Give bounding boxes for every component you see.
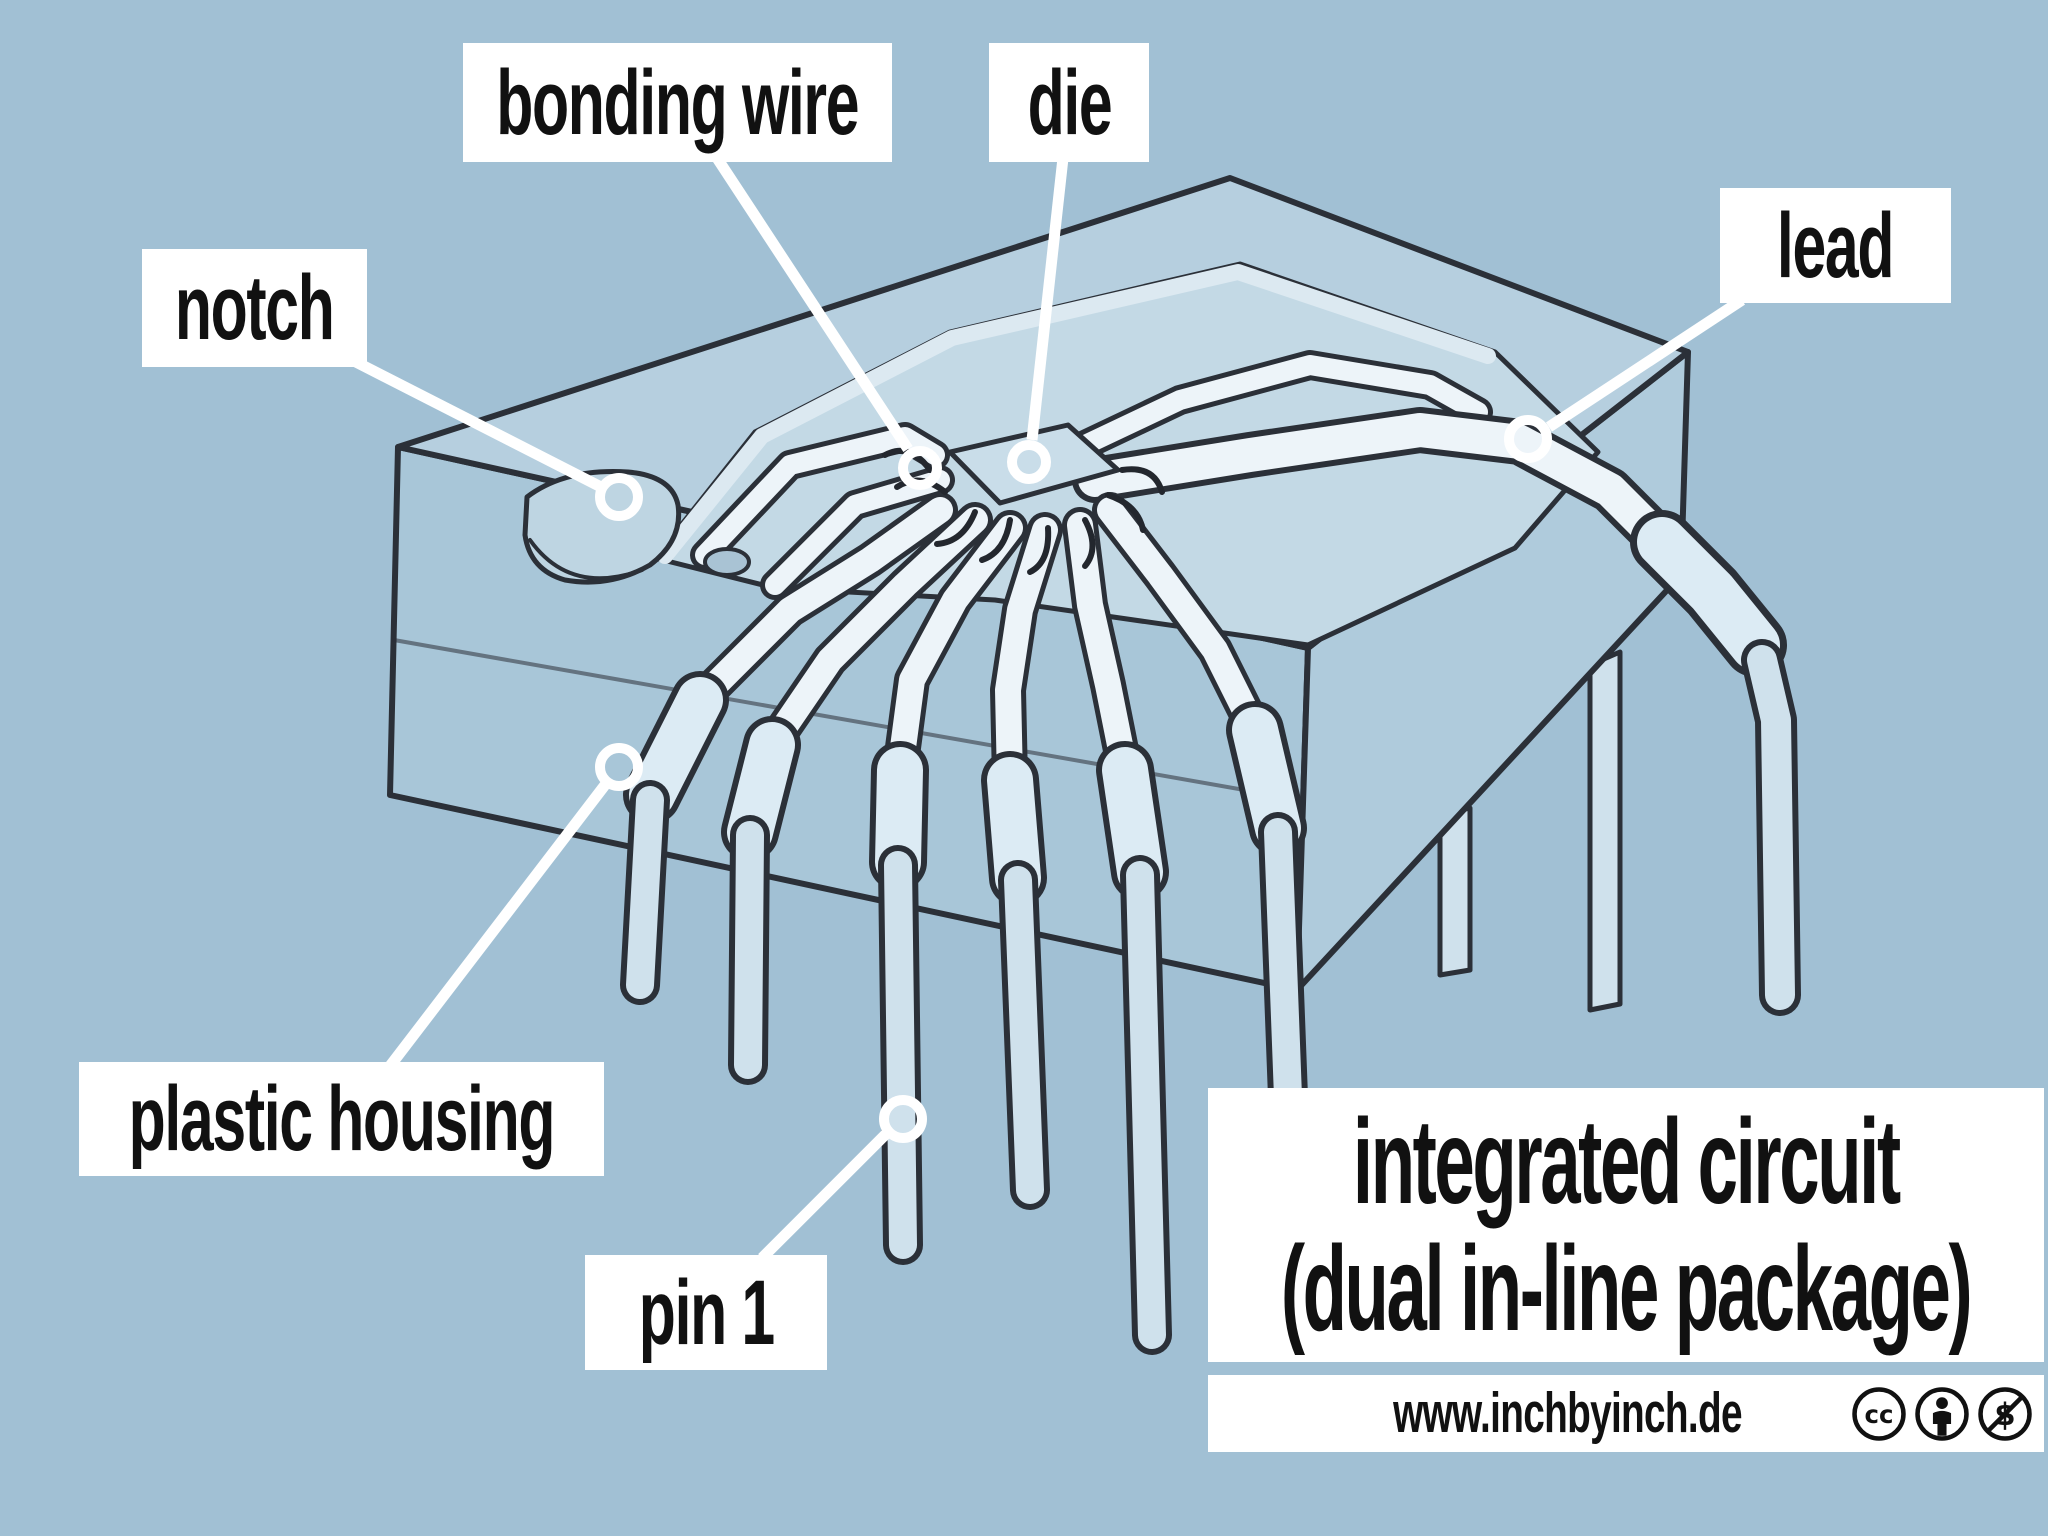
label-die-text: die: [1027, 51, 1112, 154]
pointer-line-pin1: [758, 1130, 890, 1262]
label-lead: lead: [1720, 188, 1951, 303]
website-url: www.inchbyinch.de: [1393, 1381, 1742, 1445]
license-icons: cc $: [1850, 1385, 2034, 1443]
pin1-dimple: [703, 547, 751, 577]
right-row-pins: [1437, 649, 1623, 1013]
pointer-line-notch: [349, 355, 604, 492]
label-pin-1-text: pin 1: [638, 1261, 774, 1364]
label-notch-text: notch: [175, 257, 335, 359]
notch-wall-line: [528, 538, 644, 581]
cavity-rim-highlight: [657, 264, 1496, 564]
pointer-line-bonding: [712, 154, 913, 453]
title-line-1: integrated circuit: [1353, 1093, 1901, 1229]
pointer-ring-notch: [595, 473, 643, 521]
label-bonding-wire-text: bonding wire: [496, 51, 860, 154]
pointer-lines: [349, 154, 1746, 1262]
bonding-wire-arcs: [882, 448, 1165, 575]
label-plastic-housing-text: plastic housing: [128, 1068, 556, 1170]
label-plastic-housing: plastic housing: [79, 1062, 604, 1176]
pointer-ring-housing: [595, 743, 643, 791]
label-pin-1: pin 1: [585, 1255, 827, 1370]
non-commercial-icon: $: [1978, 1386, 2032, 1441]
label-die: die: [989, 43, 1149, 162]
cc-icon: cc: [1852, 1386, 1906, 1441]
label-lead-text: lead: [1777, 194, 1895, 297]
title-box: integrated circuit (dual in-line package…: [1208, 1088, 2044, 1362]
pointer-line-die: [1026, 157, 1069, 441]
pointer-rings: [595, 415, 1552, 1143]
label-bonding-wire: bonding wire: [463, 43, 892, 162]
pointer-ring-bonding: [898, 446, 942, 490]
pointer-ring-pin1: [879, 1095, 927, 1143]
front-leads-and-pins: [620, 492, 1310, 1355]
svg-text:cc: cc: [1865, 1400, 1894, 1429]
footer-bar: www.inchbyinch.de cc $: [1208, 1375, 2044, 1452]
title-line-2: (dual in-line package): [1281, 1220, 1973, 1356]
pointer-line-housing: [385, 781, 610, 1070]
pointer-line-lead: [1545, 295, 1746, 432]
pointer-ring-die: [1007, 440, 1051, 484]
label-notch: notch: [142, 249, 367, 367]
pointer-ring-lead: [1504, 415, 1552, 463]
attribution-icon: [1915, 1386, 1969, 1441]
lead-shape: [1072, 407, 1801, 1016]
